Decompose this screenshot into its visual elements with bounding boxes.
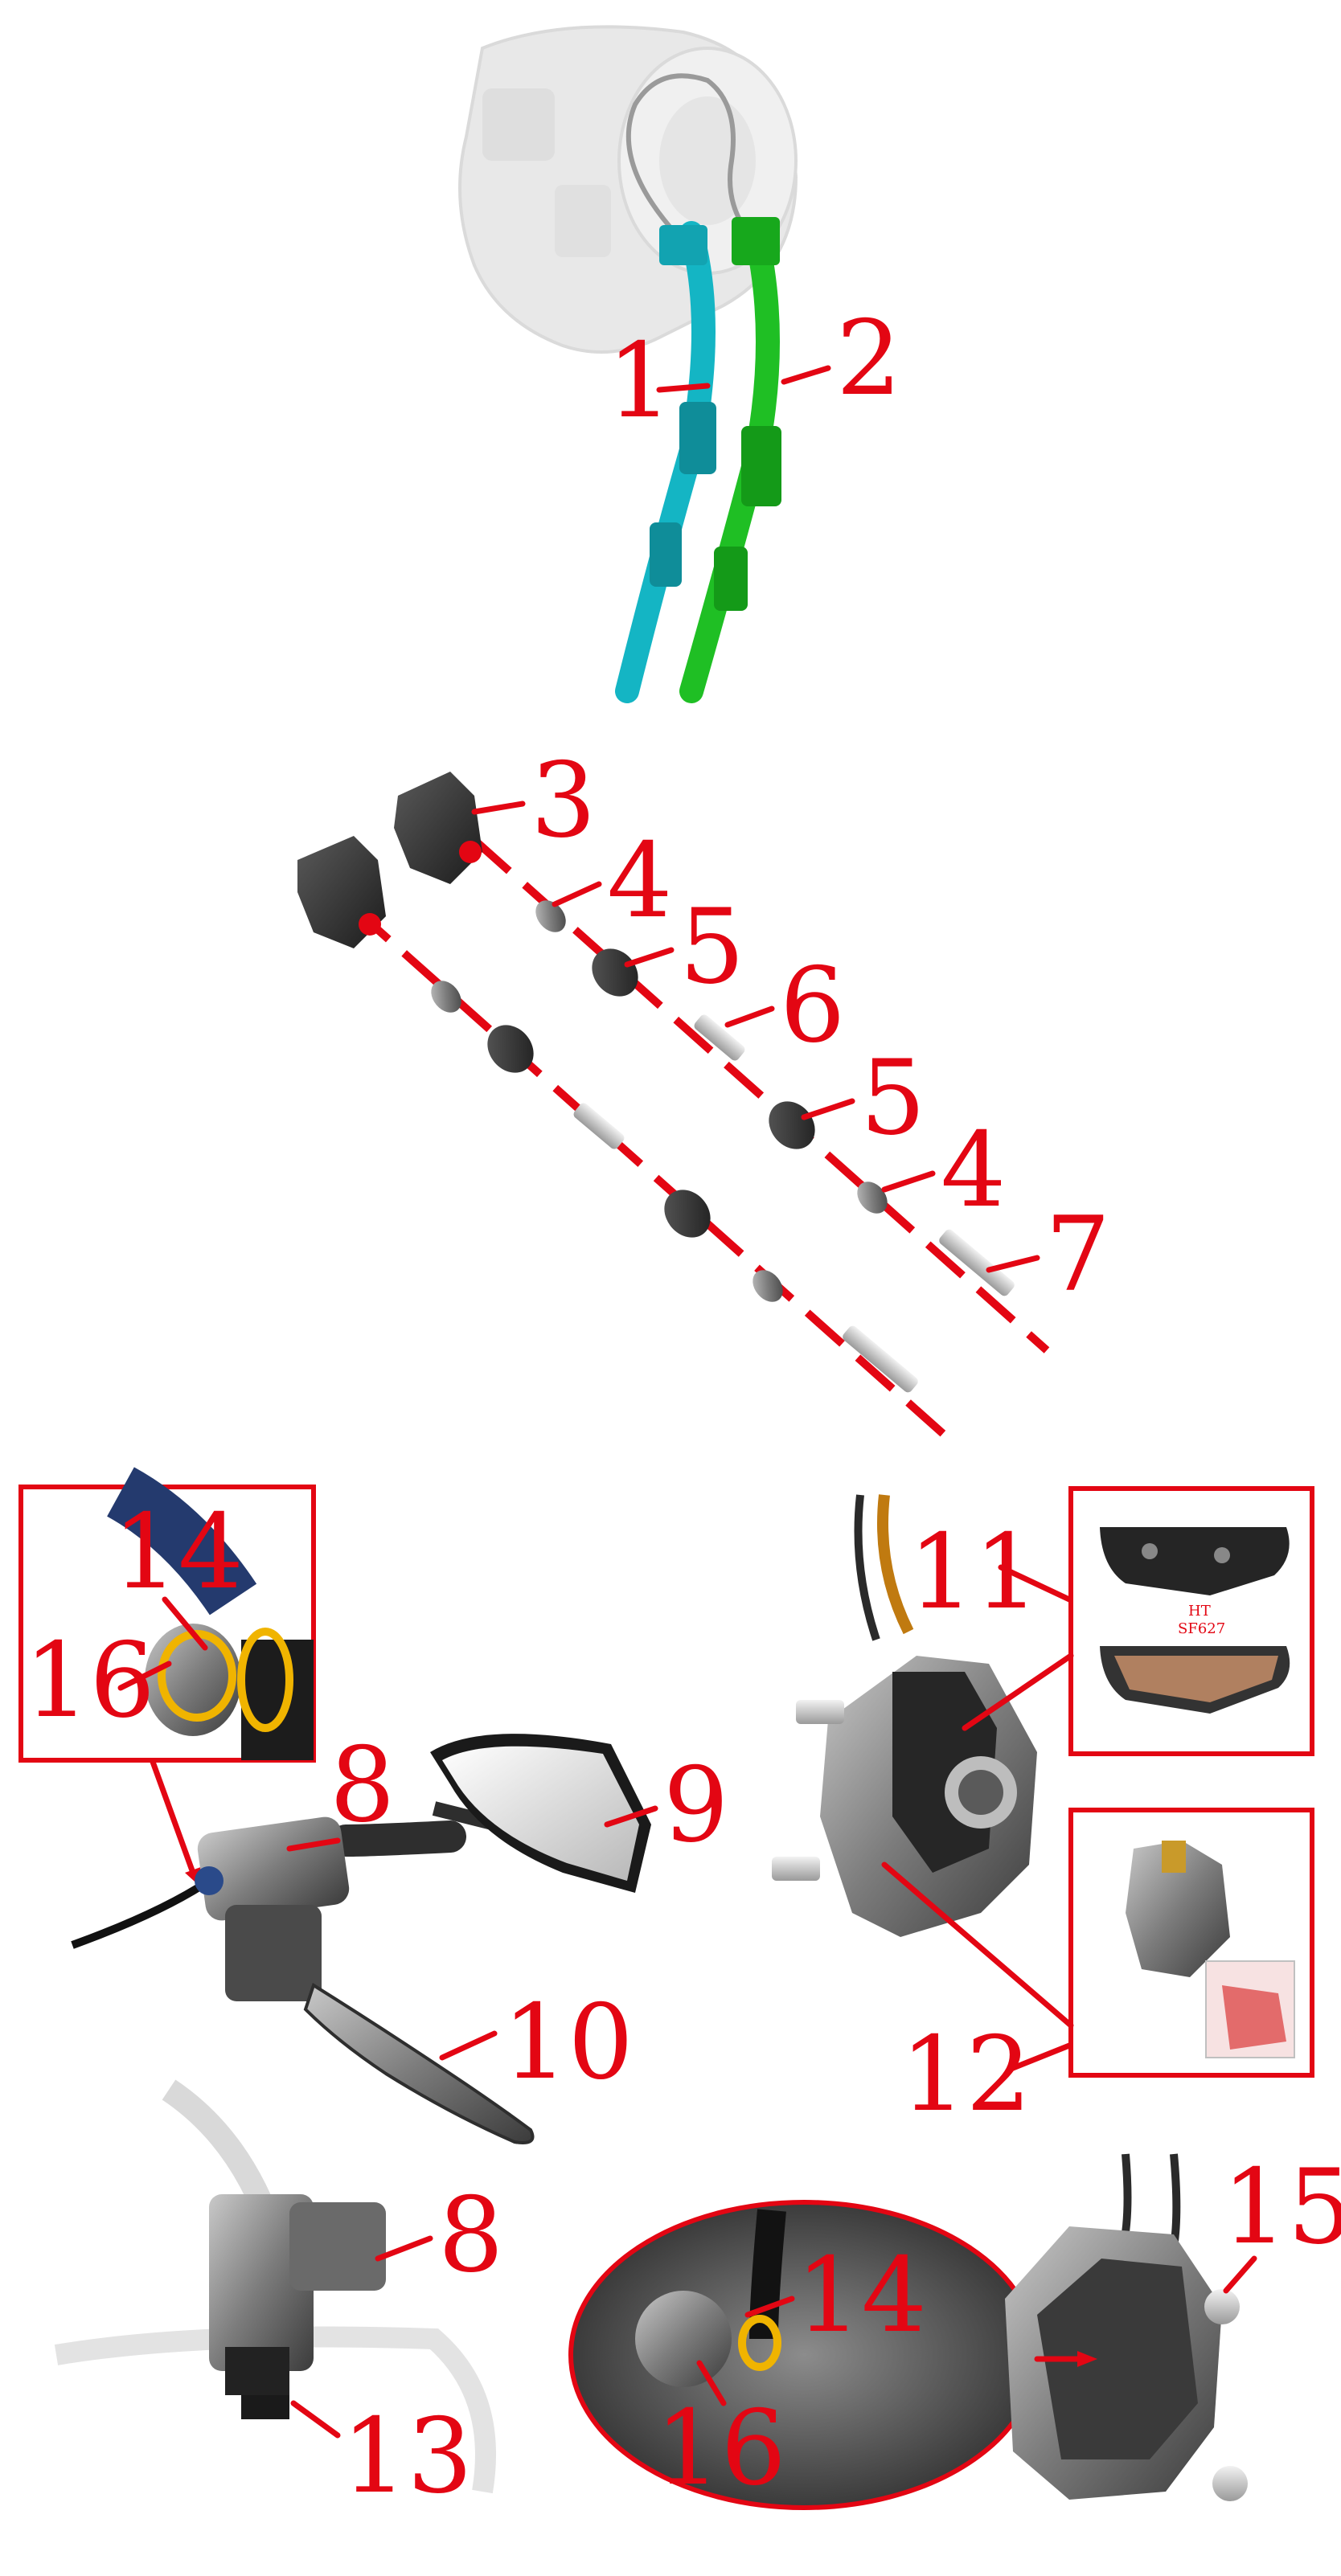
- bushing-upper-right: [592, 948, 638, 997]
- pads-pointer: [962, 1652, 1074, 1731]
- callout-6: 6: [780, 946, 845, 1066]
- callout-1: 1: [607, 321, 672, 441]
- zoom-pointer-master-cylinder: [150, 1759, 196, 1876]
- switch-housing-ghost: [458, 25, 798, 354]
- callout-2: 2: [836, 299, 901, 419]
- bracket-pointer: [881, 1861, 1074, 2029]
- callout-12: 12: [900, 2015, 1031, 2135]
- bolt-left: [843, 1325, 918, 1393]
- zoom-frame-caliper-bracket: [1068, 1808, 1314, 2078]
- rear-zoom-arrowhead: [1077, 2351, 1097, 2367]
- callout-5-lower: 5: [860, 1038, 925, 1158]
- callout-9: 9: [663, 1746, 728, 1865]
- leader-lines: [117, 365, 1257, 2439]
- bushing-lower-left: [664, 1190, 711, 1238]
- brake-pad-lower: [1100, 1646, 1290, 1714]
- mount-clamp-left: [297, 836, 386, 948]
- spacer-left: [573, 1103, 625, 1149]
- rear-caliper: [1005, 2153, 1248, 2501]
- bushing-upper-left: [487, 1025, 534, 1073]
- cable-1: [615, 221, 716, 703]
- callout-16-zoom: 16: [24, 1621, 155, 1741]
- callout-15: 15: [1222, 2148, 1341, 2267]
- mount-clamp-right: [394, 772, 482, 884]
- rear-master-cylinder: [54, 2079, 496, 2494]
- callout-14-rear: 14: [796, 2236, 927, 2356]
- callout-10: 10: [502, 1983, 634, 2103]
- callout-4-upper: 4: [607, 821, 672, 941]
- callout-5-upper: 5: [679, 887, 744, 1007]
- callout-11: 11: [908, 1513, 1040, 1632]
- callout-16-rear: 16: [655, 2389, 786, 2508]
- pad-model-label: SF627: [1178, 1620, 1225, 1637]
- bolt-right: [939, 1229, 1015, 1296]
- pad-brand-label: HT: [1188, 1603, 1211, 1620]
- callout-8-front: 8: [330, 1726, 395, 1845]
- brake-lever: [303, 1982, 535, 2144]
- washer-upper-left: [431, 981, 461, 1013]
- zoom-frame-brake-pads: [1068, 1486, 1314, 1756]
- throttle-cable-loop: [625, 73, 758, 244]
- washer-upper-right: [535, 900, 566, 932]
- washer-lower-left: [753, 1270, 783, 1302]
- zoom-master-cylinder-banjo: [106, 1467, 314, 1760]
- callout-4-lower: 4: [941, 1111, 1006, 1231]
- caliper-bracket-zoom: [1126, 1841, 1295, 2058]
- callout-7: 7: [1045, 1195, 1110, 1315]
- zoom-frame-master-cylinder: [18, 1485, 316, 1763]
- mirror-assembly: [330, 1734, 651, 1893]
- washer-lower-right: [857, 1182, 888, 1214]
- zoom-rear-caliper-banjo: [635, 2209, 786, 2387]
- callout-14-zoom: 14: [113, 1493, 244, 1612]
- callout-3: 3: [531, 741, 596, 861]
- cable-2: [679, 217, 781, 703]
- callout-8-rear: 8: [438, 2176, 503, 2295]
- mount-axis-right: [471, 837, 1050, 1354]
- callout-13: 13: [342, 2397, 473, 2517]
- brake-pad-upper: [1100, 1527, 1290, 1595]
- bushing-lower-right: [769, 1101, 815, 1149]
- spacer-right: [694, 1014, 745, 1061]
